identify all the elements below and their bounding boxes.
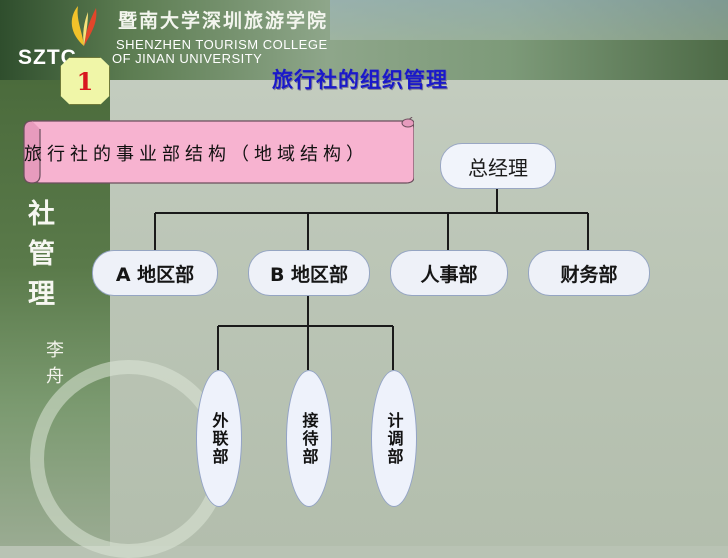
side-title-char: 管 [28,239,55,270]
author-char: 李 [46,340,64,361]
header-photo [330,0,728,40]
page-title: 旅行社的组织管理 [272,68,448,92]
scroll-banner-shape [23,117,414,184]
college-logo-icon [71,6,97,46]
slide-number-badge: 1 [60,57,110,105]
author-char: 舟 [46,366,64,387]
general-manager-node: 总经理 [440,143,556,189]
external-relations-node: 外联部 [196,370,242,507]
banner-text: 旅行社的事业部结构（地域结构） [24,144,369,165]
side-title-char: 理 [28,279,55,310]
side-title-char: 社 [28,199,55,230]
school-name-en-line2: OF JINAN UNIVERSITY [112,51,263,66]
region-a-node: A 地区部 [92,250,218,296]
planning-node: 计调部 [371,370,417,507]
school-name-cn: 暨南大学深圳旅游学院 [118,10,329,32]
logo-text: SZTC [18,46,77,69]
school-name-en-line1: SHENZHEN TOURISM COLLEGE [116,37,328,52]
hr-node: 人事部 [390,250,508,296]
org-chart-connectors [154,187,589,370]
reception-node: 接待部 [286,370,332,507]
region-b-node: B 地区部 [248,250,370,296]
finance-node: 财务部 [528,250,650,296]
